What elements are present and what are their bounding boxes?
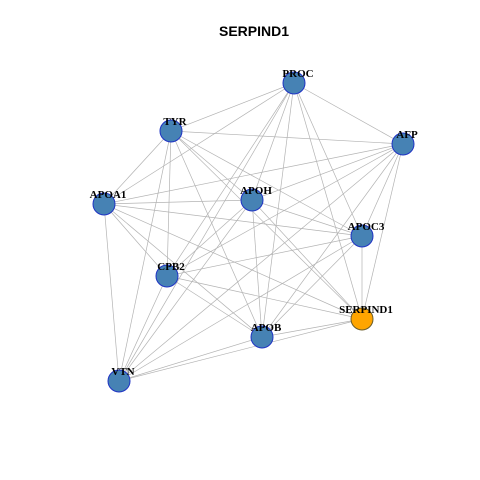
edge-cpb2-apob	[166, 275, 263, 338]
node-label-tyr: TYR	[163, 116, 187, 128]
node-apoh	[240, 188, 264, 212]
node-label-apoh: APOH	[240, 185, 272, 197]
node-label-apoa1: APOA1	[90, 189, 127, 201]
edge-proc-apoh	[251, 82, 295, 201]
edge-afp-apoc3	[361, 143, 404, 237]
label-layer: PROC TYR AFP APOH APOA1APOC3CPB2SERPIND1APOB…	[90, 68, 418, 378]
edge-tyr-serpind1	[170, 130, 363, 320]
edge-apoh-vtn	[118, 199, 253, 382]
node-vtn	[107, 369, 131, 393]
edge-afp-apoa1	[103, 143, 404, 205]
node-label-proc: PROC	[282, 68, 313, 80]
node-label-cpb2: CPB2	[157, 261, 185, 273]
edge-apoh-apoa1	[103, 199, 253, 205]
edge-afp-cpb2	[166, 143, 404, 277]
edge-tyr-afp	[170, 130, 404, 145]
edge-afp-serpind1	[361, 143, 404, 320]
node-label-apob: APOB	[251, 322, 282, 334]
node-label-afp: AFP	[396, 129, 418, 141]
edge-afp-vtn	[118, 143, 404, 382]
edge-tyr-apoc3	[170, 130, 363, 237]
edge-apoh-cpb2	[166, 199, 253, 277]
edge-cpb2-serpind1	[166, 275, 363, 320]
edge-apoc3-cpb2	[166, 235, 363, 277]
node-afp	[391, 132, 415, 156]
edge-apoa1-vtn	[103, 203, 120, 382]
edge-apoh-apoc3	[251, 199, 363, 237]
edge-tyr-apoh	[170, 130, 253, 201]
edge-proc-apob	[261, 82, 295, 338]
edge-cpb2-vtn	[118, 275, 168, 382]
edge-serpind1-apob	[261, 318, 363, 338]
edge-apoa1-serpind1	[103, 203, 363, 320]
node-proc	[282, 71, 306, 95]
edge-tyr-apob	[170, 130, 263, 338]
node-label-vtn: VTN	[111, 366, 134, 378]
edge-apoc3-vtn	[118, 235, 363, 382]
node-apoa1	[92, 192, 116, 216]
node-label-serpind1: SERPIND1	[339, 304, 393, 316]
node-apob	[250, 325, 274, 349]
edge-afp-apob	[261, 143, 404, 338]
edge-tyr-vtn	[118, 130, 172, 382]
edge-apoh-serpind1	[251, 199, 363, 320]
edge-proc-cpb2	[166, 82, 295, 277]
edge-apoa1-apoc3	[103, 203, 363, 237]
node-serpind1	[350, 307, 374, 331]
node-cpb2	[155, 264, 179, 288]
edge-apoa1-cpb2	[103, 203, 168, 277]
diagram-title: SERPIND1	[219, 23, 289, 39]
edge-apoc3-apob	[261, 235, 363, 338]
edge-proc-afp	[293, 82, 404, 145]
edge-proc-vtn	[118, 82, 295, 382]
node-apoc3	[350, 224, 374, 248]
node-label-apoc3: APOC3	[348, 221, 385, 233]
edge-apoa1-apob	[103, 203, 263, 338]
edge-serpind1-vtn	[118, 318, 363, 382]
node-layer	[92, 71, 415, 393]
edge-proc-tyr	[170, 82, 295, 132]
edge-tyr-cpb2	[166, 130, 172, 277]
edge-apob-vtn	[118, 336, 263, 382]
edge-tyr-apoa1	[103, 130, 172, 205]
node-tyr	[159, 119, 183, 143]
edge-layer	[103, 82, 404, 382]
edge-proc-apoc3	[293, 82, 363, 237]
edge-proc-serpind1	[293, 82, 363, 320]
edge-proc-apoa1	[103, 82, 295, 205]
edge-afp-apoh	[251, 143, 404, 201]
